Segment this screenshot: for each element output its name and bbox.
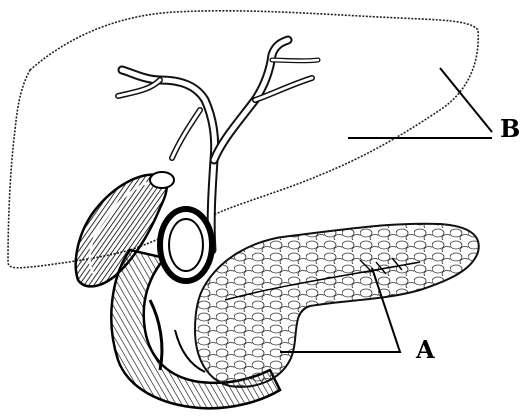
pancreas — [195, 224, 479, 387]
leader-b-upper — [440, 68, 492, 132]
label-b: B — [500, 117, 520, 141]
label-a: A — [416, 338, 435, 362]
leader-lines — [280, 68, 492, 352]
